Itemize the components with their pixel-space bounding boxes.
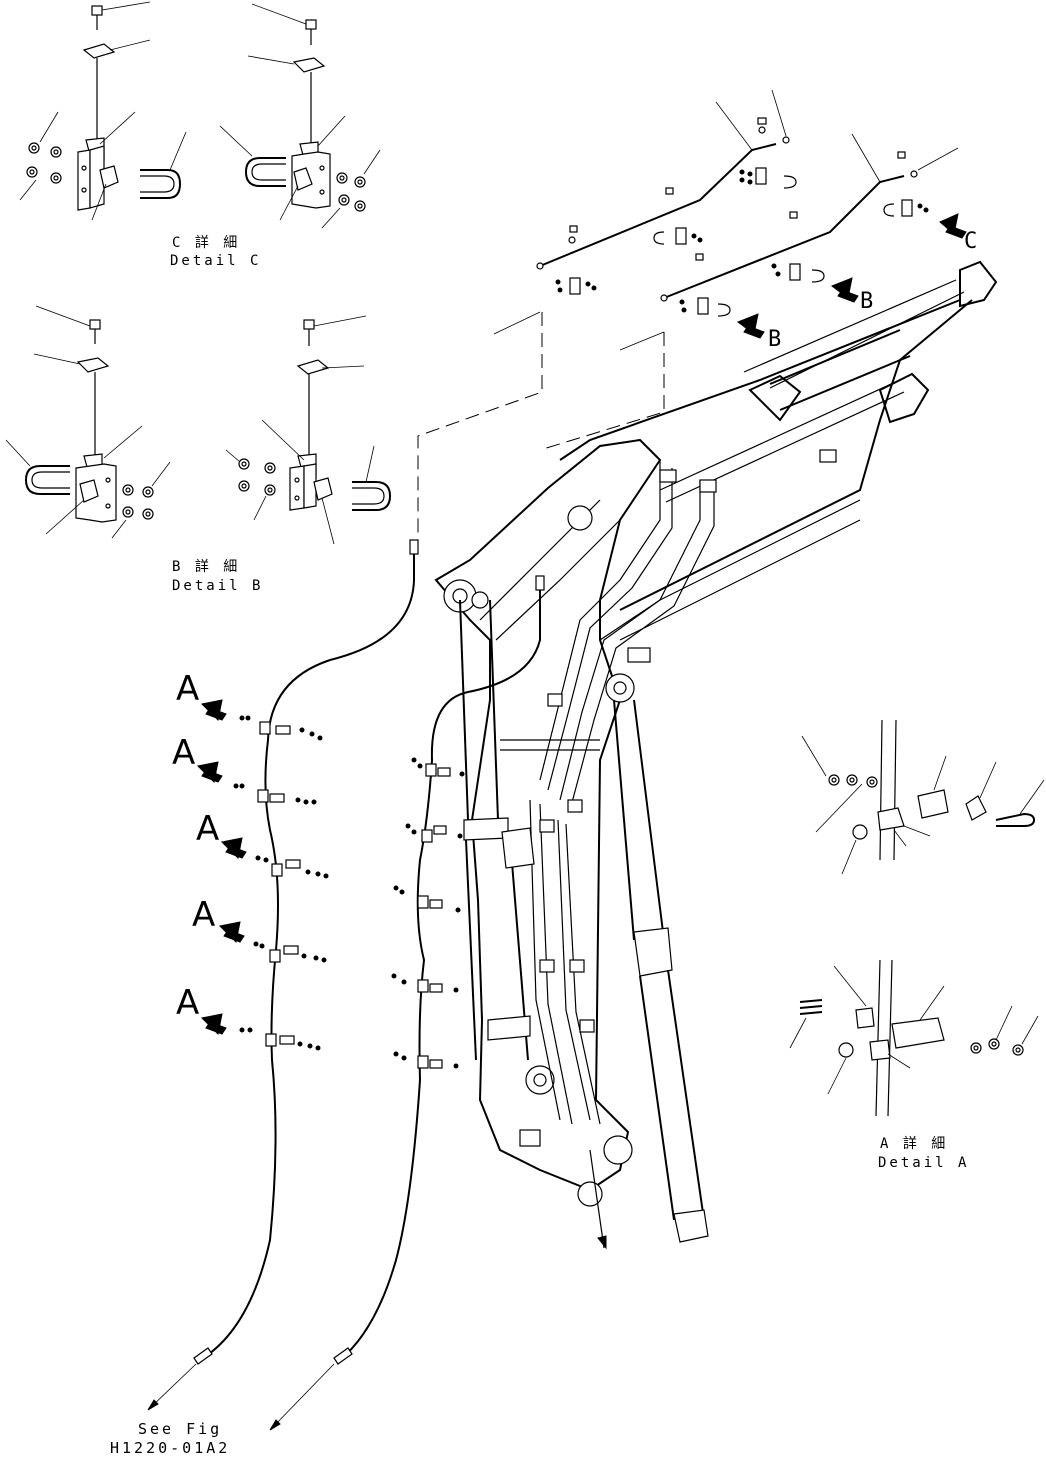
detail-b-right-bolt xyxy=(303,315,367,346)
detail-c-right-clip xyxy=(279,167,313,221)
upper-tube-left xyxy=(539,143,777,267)
detail-c-left-bracket xyxy=(77,111,136,211)
detail-a-group: A 詳 細 Detail A xyxy=(789,719,1045,1171)
upper-tube-right xyxy=(663,175,905,299)
detail-b-title-jp: B 詳 細 xyxy=(172,559,240,575)
arrow-a-1 xyxy=(200,699,227,722)
detail-b-title-en: Detail B xyxy=(172,578,263,594)
detail-b-right-clamp-plate xyxy=(296,359,365,375)
detail-c-left-clamp-plate xyxy=(82,39,151,59)
upper-clamp-set-6 xyxy=(679,253,731,317)
left-tube-runs: A A A A A xyxy=(172,539,545,1365)
detail-a-title-en: Detail A xyxy=(878,1155,969,1171)
callout-b-label-1: B xyxy=(860,289,876,314)
detail-c-right-clamp-plate xyxy=(247,55,326,73)
detail-c-title-jp: C 詳 細 xyxy=(172,235,240,251)
detail-b-left-bracket xyxy=(75,425,143,523)
arrow-a-2 xyxy=(196,761,223,784)
detail-c-group: C 詳 細 Detail C xyxy=(19,1,381,269)
detail-b-right-nuts xyxy=(225,449,276,521)
upper-clamp-set-5 xyxy=(771,211,825,283)
tube-clamp-cluster-4 xyxy=(253,941,327,963)
tube-clamp-cluster-1 xyxy=(239,715,323,741)
tube-clamp-cluster-2 xyxy=(233,783,317,805)
leader-dashed-2 xyxy=(539,332,665,451)
detail-c-title-en: Detail C xyxy=(170,253,261,269)
detail-c-left-clip xyxy=(91,165,119,221)
tube-left-short xyxy=(339,576,541,1361)
arrow-b-1 xyxy=(830,277,859,303)
detail-b-left-clip xyxy=(45,479,99,535)
callout-a-label-2: A xyxy=(172,733,195,773)
detail-b-left-clamp-plate xyxy=(33,353,110,373)
detail-c-left-bolt xyxy=(91,1,151,30)
see-fig-line1: See Fig xyxy=(138,1420,222,1438)
detail-b-right-ubolt xyxy=(352,445,392,511)
detail-b-left-bolt xyxy=(35,305,101,344)
tube-clamp-cluster-5 xyxy=(239,1027,321,1051)
see-fig-line2: H1220-01A2 xyxy=(110,1439,230,1456)
detail-c-right-nuts xyxy=(321,149,381,229)
callout-c-label: C xyxy=(964,229,980,254)
leader-dashed-1 xyxy=(417,312,543,540)
callout-a-label-1: A xyxy=(176,669,199,709)
detail-b-right-clip xyxy=(313,477,335,545)
detail-c-right-bolt xyxy=(251,3,317,45)
detail-b-group: B 詳 細 Detail B xyxy=(5,305,392,594)
detail-c-right-bracket xyxy=(291,115,346,209)
detail-a-title-jp: A 詳 細 xyxy=(880,1136,948,1152)
upper-clamp-set-3 xyxy=(555,225,597,295)
boom-arm-assembly xyxy=(434,260,998,1250)
upper-clamp-set-4 xyxy=(883,151,929,217)
callout-a-label-5: A xyxy=(176,983,199,1023)
detail-b-right-bracket xyxy=(261,419,317,511)
callout-a-label-4: A xyxy=(192,895,215,935)
upper-tube-assembly: C B B xyxy=(493,89,980,352)
arrow-a-3 xyxy=(220,837,247,860)
callout-b-label-2: B xyxy=(768,327,784,352)
inner-tube-clamps xyxy=(391,757,465,1069)
tube-left-long xyxy=(199,546,415,1361)
see-fig-reference: See Fig H1220-01A2 xyxy=(110,1363,335,1457)
tube-clamp-cluster-3 xyxy=(255,855,329,879)
detail-c-left-nuts xyxy=(19,111,62,201)
detail-c-left-ubolt xyxy=(140,131,187,199)
arrow-a-4 xyxy=(218,921,245,944)
arrow-c xyxy=(939,213,967,239)
arm-tip xyxy=(959,260,998,308)
detail-c-right-ubolt xyxy=(219,125,286,187)
arrow-b-2 xyxy=(736,313,765,339)
upper-clamp-set-2 xyxy=(653,187,703,245)
arrow-a-5 xyxy=(200,1013,227,1036)
callout-a-label-3: A xyxy=(196,809,219,849)
detail-b-left-nuts xyxy=(111,461,171,539)
detail-b-left-ubolt xyxy=(5,439,70,495)
upper-clamp-set-1 xyxy=(739,117,797,189)
